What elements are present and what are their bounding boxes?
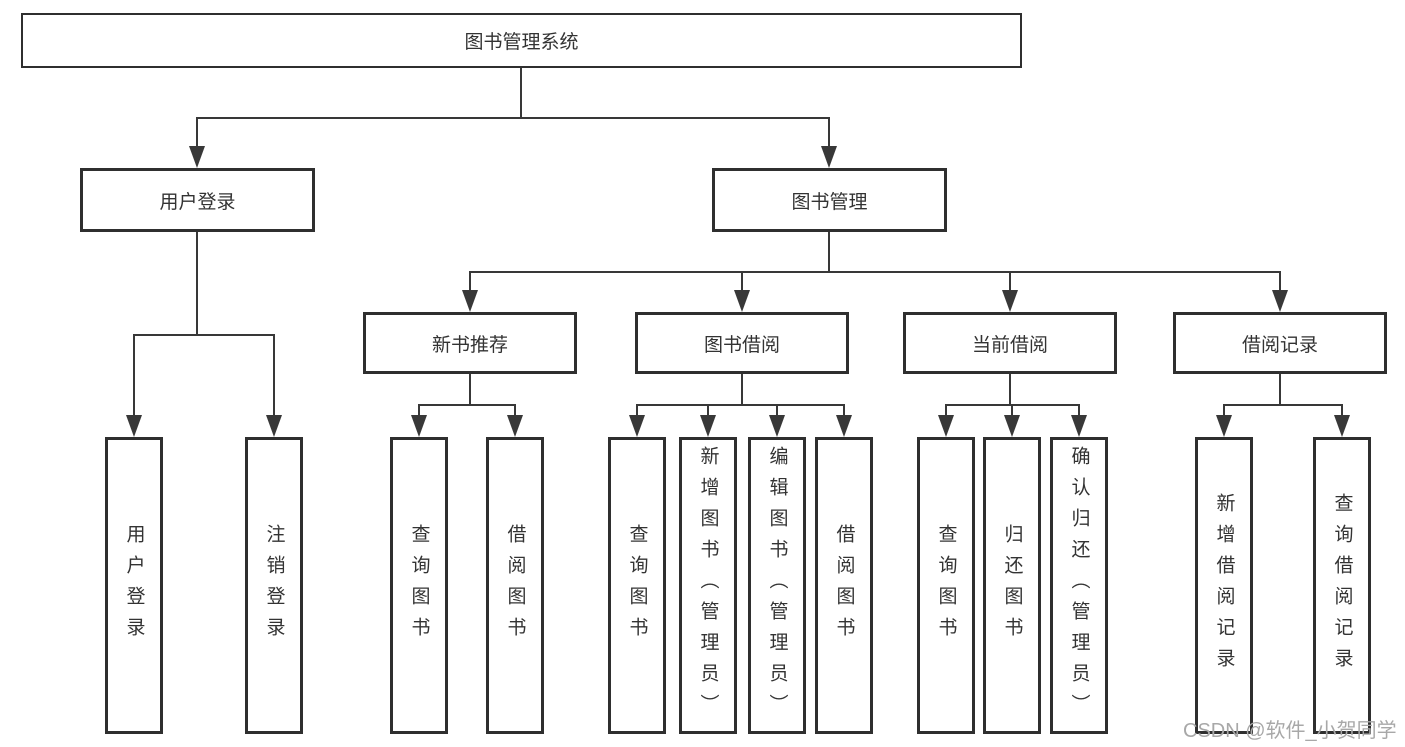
connector-line [636, 404, 638, 419]
connector-line [828, 117, 830, 148]
node-current-query-books: 查询图书 [917, 437, 975, 734]
connector-line [133, 334, 135, 417]
node-recommend-borrow-books: 借阅图书 [486, 437, 544, 734]
arrowhead-icon [629, 415, 645, 437]
connector-line [469, 374, 471, 405]
node-label: 借阅图书 [833, 523, 855, 648]
arrowhead-icon [507, 415, 523, 437]
connector-line [514, 404, 516, 419]
node-logout: 注销登录 [245, 437, 303, 734]
connector-line [1279, 374, 1281, 405]
arrowhead-icon [126, 415, 142, 437]
node-label: 借阅图书 [504, 523, 526, 648]
node-book-borrowing: 图书借阅 [635, 312, 849, 374]
connector-line [469, 271, 1281, 273]
node-label: 编辑图书（管理员） [766, 446, 788, 725]
node-label: 图书管理系统 [464, 32, 579, 53]
connector-line [469, 271, 471, 292]
node-label: 归还图书 [1001, 523, 1023, 648]
connector-line [133, 334, 275, 336]
connector-line [776, 404, 778, 419]
node-root-system: 图书管理系统 [21, 13, 1022, 68]
node-label: 查询借阅记录 [1331, 492, 1353, 679]
node-confirm-return-admin: 确认归还（管理员） [1050, 437, 1108, 734]
node-recommend-query-books: 查询图书 [390, 437, 448, 734]
connector-line [196, 117, 198, 148]
csdn-watermark: CSDN @软件_小贺同学 [1183, 720, 1397, 742]
connector-line [1223, 404, 1225, 419]
connector-line [1279, 271, 1281, 292]
node-label: 查询图书 [935, 523, 957, 648]
node-label: 用户登录 [159, 191, 236, 213]
node-book-management: 图书管理 [712, 168, 947, 232]
connector-line [945, 404, 947, 419]
connector-line [843, 404, 845, 419]
connector-line [741, 271, 743, 292]
connector-line [1011, 404, 1013, 419]
arrowhead-icon [411, 415, 427, 437]
arrowhead-icon [821, 146, 837, 168]
node-new-book-recommend: 新书推荐 [363, 312, 577, 374]
node-label: 图书借阅 [703, 334, 780, 356]
connector-line [741, 374, 743, 405]
connector-line [273, 334, 275, 417]
node-borrow-query-books: 查询图书 [608, 437, 666, 734]
node-user-login-action: 用户登录 [105, 437, 163, 734]
arrowhead-icon [1002, 290, 1018, 312]
node-edit-book-admin: 编辑图书（管理员） [748, 437, 806, 734]
node-return-book: 归还图书 [983, 437, 1041, 734]
connector-line [196, 117, 830, 119]
connector-line [418, 404, 516, 406]
connector-line [196, 232, 198, 336]
node-label: 用户登录 [123, 523, 145, 648]
arrowhead-icon [1272, 290, 1288, 312]
connector-line [1009, 271, 1011, 292]
arrowhead-icon [769, 415, 785, 437]
connector-line [1341, 404, 1343, 419]
connector-line [1009, 374, 1011, 405]
node-label: 新增借阅记录 [1213, 492, 1235, 679]
node-borrowing-records: 借阅记录 [1173, 312, 1387, 374]
arrowhead-icon [1216, 415, 1232, 437]
node-label: 确认归还（管理员） [1068, 446, 1090, 725]
connector-line [636, 404, 845, 406]
node-label: 新书推荐 [431, 334, 508, 356]
node-borrow-book-action: 借阅图书 [815, 437, 873, 734]
arrowhead-icon [700, 415, 716, 437]
node-label: 图书管理 [791, 191, 868, 213]
node-label: 注销登录 [263, 523, 285, 648]
node-label: 新增图书（管理员） [697, 446, 719, 725]
connector-line [1223, 404, 1343, 406]
node-label: 查询图书 [626, 523, 648, 648]
node-add-book-admin: 新增图书（管理员） [679, 437, 737, 734]
node-add-borrow-record: 新增借阅记录 [1195, 437, 1253, 734]
connector-line [520, 68, 522, 119]
arrowhead-icon [462, 290, 478, 312]
node-query-borrow-record: 查询借阅记录 [1313, 437, 1371, 734]
arrowhead-icon [1004, 415, 1020, 437]
node-label: 查询图书 [408, 523, 430, 648]
arrowhead-icon [938, 415, 954, 437]
node-label: 借阅记录 [1241, 334, 1318, 356]
arrowhead-icon [266, 415, 282, 437]
node-label: 当前借阅 [971, 334, 1048, 356]
connector-line [828, 232, 830, 273]
arrowhead-icon [1071, 415, 1087, 437]
node-user-login-branch: 用户登录 [80, 168, 315, 232]
node-current-borrowing: 当前借阅 [903, 312, 1117, 374]
connector-line [1078, 404, 1080, 419]
arrowhead-icon [734, 290, 750, 312]
arrowhead-icon [1334, 415, 1350, 437]
connector-line [707, 404, 709, 419]
connector-line [418, 404, 420, 419]
arrowhead-icon [836, 415, 852, 437]
arrowhead-icon [189, 146, 205, 168]
